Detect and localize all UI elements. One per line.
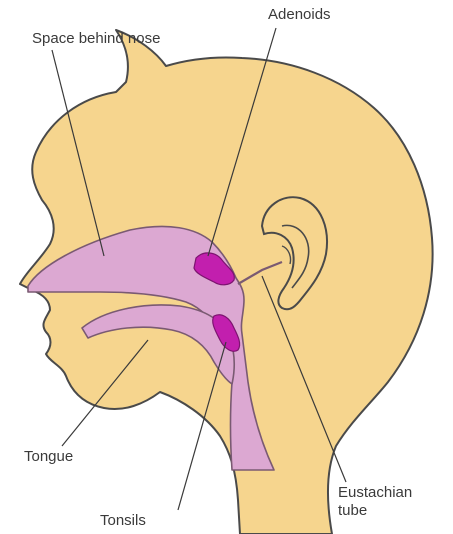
- label-tongue: Tongue: [24, 448, 73, 466]
- label-adenoids: Adenoids: [268, 6, 331, 24]
- label-eustachian-line1: Eustachian: [338, 484, 412, 502]
- label-tonsils: Tonsils: [100, 512, 146, 530]
- label-eustachian-tube: Eustachian tube: [338, 484, 412, 520]
- label-space-behind-nose: Space behind nose: [32, 30, 160, 48]
- label-eustachian-line2: tube: [338, 502, 412, 520]
